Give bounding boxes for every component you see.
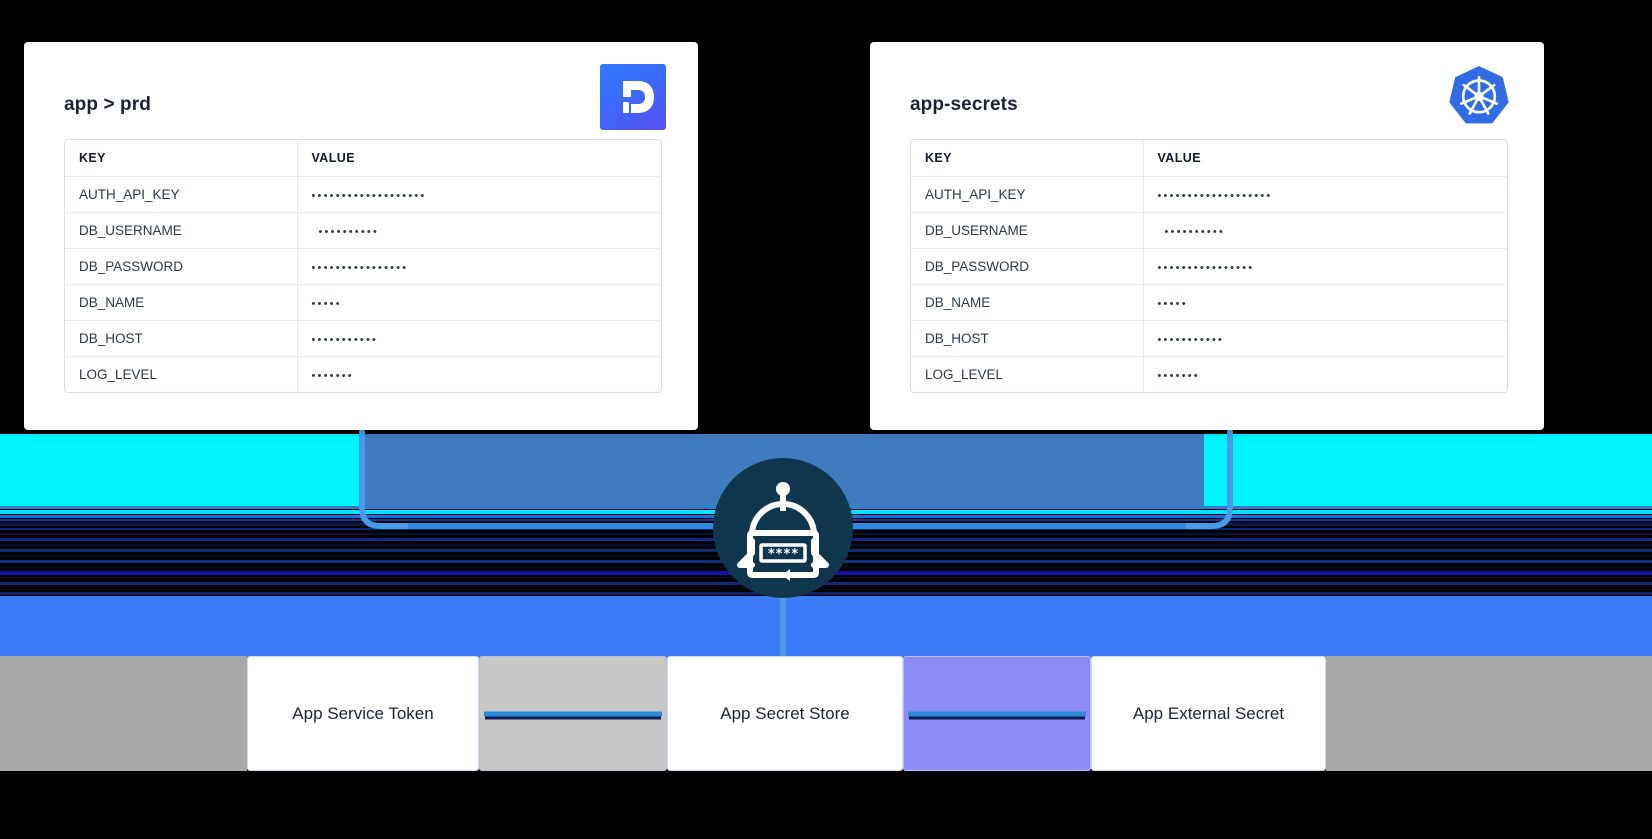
doppler-logo-icon [600,64,666,130]
masked-value: ••••••••••• [311,333,379,346]
column-header-value: VALUE [297,140,661,177]
bottom-node-label: App External Secret [1132,703,1285,723]
bottom-node-connector-silver [479,656,667,771]
bottom-node-app-secret-store[interactable]: App Secret Store [667,656,903,771]
bottom-node-spacer-right [1326,656,1652,771]
card-title-right: app-secrets [910,94,1018,115]
table-row: DB_HOST ••••••••••• [911,320,1507,357]
masked-value: ••••••••••••••••••• [311,189,427,202]
masked-value: •••••••••• [1164,225,1226,238]
secret-key: LOG_LEVEL [911,356,1144,392]
connector-line-icon [908,711,1086,716]
table-row: DB_PASSWORD •••••••••••••••• [911,248,1507,285]
card-doppler: app > prd KEY VALUE AUTH_API [24,42,698,430]
table-row: DB_PASSWORD •••••••••••••••• [65,248,661,285]
secret-value: ••••••••••• [1143,320,1507,357]
secret-value: ••••••••••• [297,320,661,357]
secret-value: •••••••••• [1143,212,1507,249]
connector-horizontal-right [850,523,1186,529]
card-title-left: app > prd [64,94,151,115]
masked-value: ••••• [1157,297,1188,310]
secret-key: DB_HOST [65,320,298,357]
secret-key: DB_PASSWORD [65,248,298,285]
cyan-band-right [1204,434,1652,506]
masked-value: ••••••••••••••••••• [1157,189,1273,202]
blue-band-lower [0,596,1652,666]
masked-value: ••••••• [1157,369,1200,382]
table-row: LOG_LEVEL ••••••• [911,356,1507,392]
secret-value: ••••••• [297,356,661,392]
kubernetes-logo-icon [1446,64,1512,130]
masked-value: •••••••••• [318,225,380,238]
secret-key: DB_USERNAME [65,212,298,249]
secret-key: DB_PASSWORD [911,248,1144,285]
table-header-row: KEY VALUE [911,140,1507,177]
table-row: AUTH_API_KEY ••••••••••••••••••• [65,176,661,213]
table-row: DB_USERNAME •••••••••• [911,212,1507,249]
bottom-node-app-service-token[interactable]: App Service Token [247,656,479,771]
masked-value: ••••• [311,297,342,310]
secret-value: ••••• [1143,284,1507,321]
secret-key: DB_USERNAME [911,212,1144,249]
password-mask-text: **** [767,547,798,562]
connector-elbow-right [1180,430,1240,540]
table-row: DB_USERNAME •••••••••• [65,212,661,249]
secret-value: •••••••••••••••• [1143,248,1507,285]
table-header-row: KEY VALUE [65,140,661,177]
secret-value: ••••••••••••••••••• [1143,176,1507,213]
secret-value: ••••••• [1143,356,1507,392]
secrets-table-left: KEY VALUE AUTH_API_KEY •••••••••••••••••… [64,139,662,393]
bottom-node-row: App Service Token App Secret Store App E… [0,656,1652,771]
column-header-key: KEY [65,140,298,177]
masked-value: ••••••••••• [1157,333,1225,346]
table-row: DB_NAME ••••• [65,284,661,321]
table-row: DB_NAME ••••• [911,284,1507,321]
bottom-node-label: App Service Token [292,703,434,723]
column-header-value: VALUE [1143,140,1507,177]
secret-key: DB_NAME [65,284,298,321]
secret-key: AUTH_API_KEY [911,176,1144,213]
masked-value: •••••••••••••••• [1157,261,1255,274]
secret-value: ••••• [297,284,661,321]
robot-password-icon: **** [713,458,853,598]
sync-agent: **** [713,458,853,598]
connector-stem-center [780,592,786,672]
table-row: LOG_LEVEL ••••••• [65,356,661,392]
bottom-node-app-external-secret[interactable]: App External Secret [1091,656,1326,771]
secret-key: LOG_LEVEL [65,356,298,392]
secret-key: DB_NAME [911,284,1144,321]
card-kubernetes: app-secrets [870,42,1544,430]
masked-value: ••••••• [311,369,354,382]
column-header-key: KEY [911,140,1144,177]
secrets-table-right: KEY VALUE AUTH_API_KEY •••••••••••••••••… [910,139,1508,393]
secret-value: •••••••••••••••• [297,248,661,285]
connector-elbow-left [352,430,412,540]
cyan-band-left [0,434,362,506]
table-row: DB_HOST ••••••••••• [65,320,661,357]
connector-horizontal-left [408,523,718,529]
secret-key: AUTH_API_KEY [65,176,298,213]
masked-value: •••••••••••••••• [311,261,409,274]
secret-value: •••••••••• [297,212,661,249]
table-row: AUTH_API_KEY ••••••••••••••••••• [911,176,1507,213]
secret-key: DB_HOST [911,320,1144,357]
bottom-node-label: App Secret Store [720,703,850,723]
secret-value: ••••••••••••••••••• [297,176,661,213]
bottom-node-connector-purple [903,656,1091,771]
connector-line-icon [484,711,662,716]
bottom-node-spacer-left [0,656,247,771]
